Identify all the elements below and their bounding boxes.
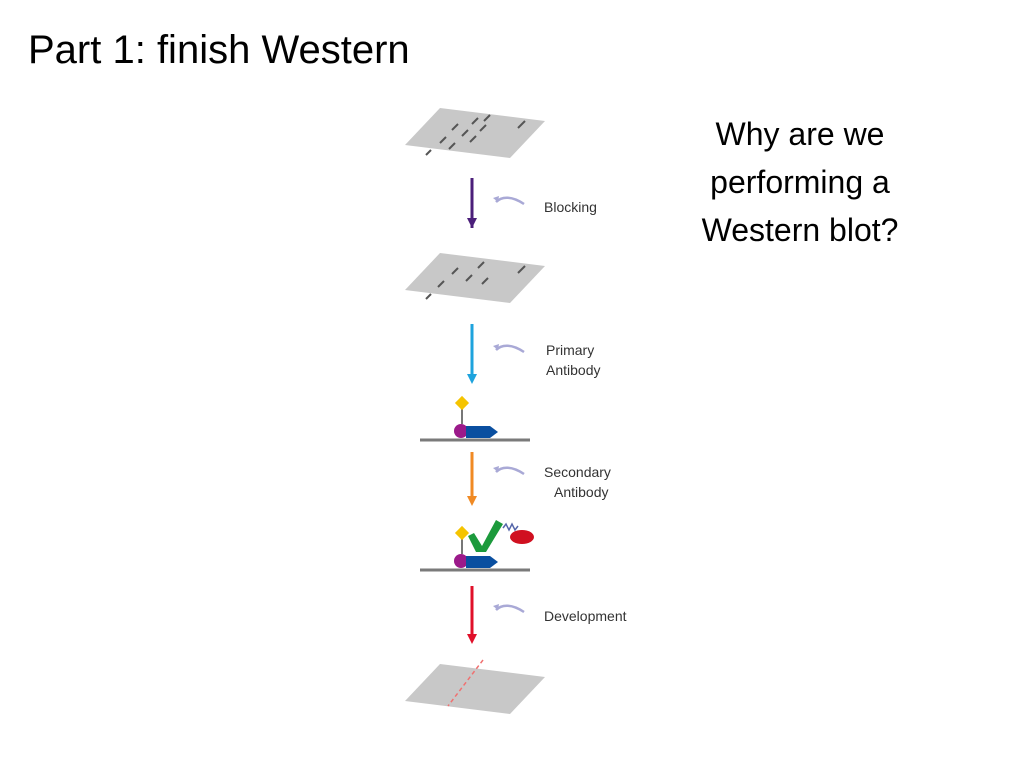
membrane-sheet-2 — [405, 253, 545, 303]
membrane-icon — [405, 108, 545, 158]
question-line-1: Why are we — [715, 116, 885, 152]
curved-arrowhead-icon — [493, 196, 499, 202]
membrane-sheet-1 — [405, 108, 545, 158]
curved-arrowhead-icon — [493, 344, 499, 350]
step-label-primary-line-2: Antibody — [546, 362, 600, 378]
step-label-secondary-line-2: Antibody — [554, 484, 608, 500]
question-text: Why are we performing a Western blot? — [650, 110, 950, 254]
protein-bands-1 — [425, 114, 526, 156]
step-arrowhead-development — [467, 634, 477, 644]
step-label-secondary-line-1: Secondary — [544, 464, 611, 480]
protein-bands-2 — [425, 261, 526, 300]
question-line-2: performing a — [710, 164, 890, 200]
detected-band — [447, 659, 484, 707]
membrane-sheet-developed — [405, 664, 545, 714]
curved-arrowhead-icon — [493, 466, 499, 472]
curved-arrow-icon — [495, 344, 525, 354]
curved-arrow-icon — [495, 466, 525, 476]
curved-arrow-icon — [495, 196, 525, 206]
step-label-primary-line-1: Primary — [546, 342, 594, 358]
step-arrowhead-blocking — [467, 218, 477, 228]
membrane-icon — [405, 659, 545, 714]
antibody-icon — [420, 395, 530, 442]
curved-arrowhead-icon — [493, 604, 499, 610]
step-label-development: Development — [544, 608, 627, 624]
step-arrowhead-primary — [467, 374, 477, 384]
step-arrowhead-secondary — [467, 496, 477, 506]
antibody-icon — [420, 520, 530, 572]
step-label-blocking: Blocking — [544, 199, 597, 215]
question-line-3: Western blot? — [701, 212, 899, 248]
enzyme-icon — [510, 530, 534, 544]
membrane-icon — [405, 253, 545, 303]
curved-arrow-icon — [495, 604, 525, 614]
slide-title: Part 1: finish Western — [28, 28, 410, 72]
